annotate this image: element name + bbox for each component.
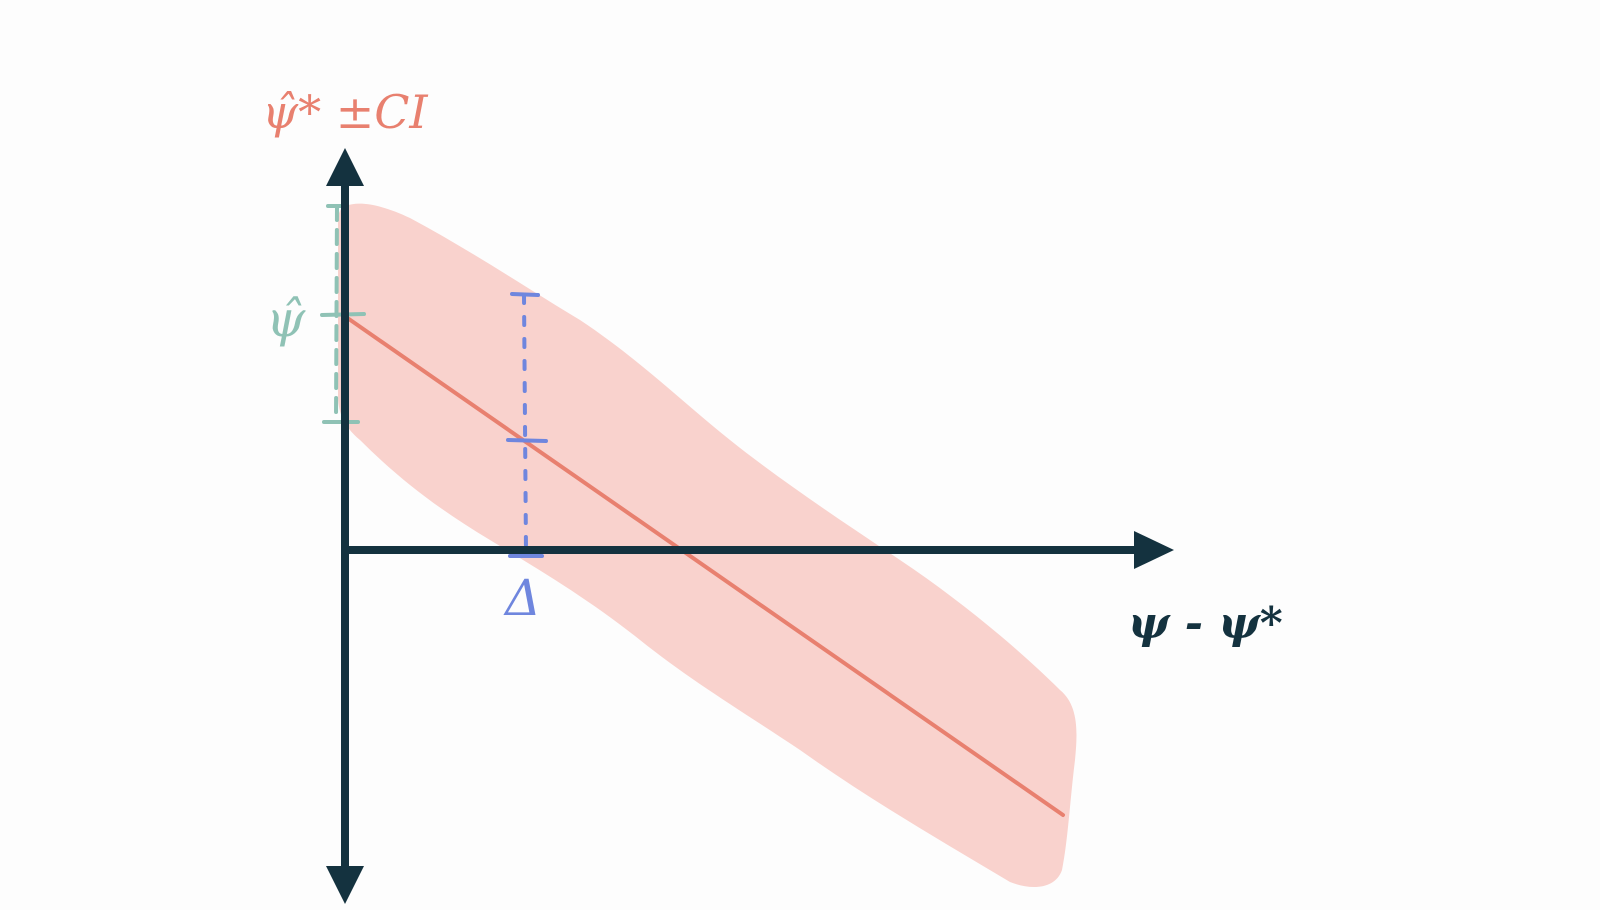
estimate-line [344,315,1065,817]
y-axis-down-arrowhead [326,866,364,904]
x-axis-title: ψ - ψ* [1128,598,1283,649]
delta-label: Δ [503,569,541,627]
delta-ci-marker [506,292,548,558]
estimate-label: ψ̂ [266,290,306,348]
delta-point-tick [506,438,548,443]
y-axis [326,148,364,904]
x-axis-right-arrowhead [1134,531,1174,569]
y-axis-title: ψ̂* ±CI [262,85,428,139]
x-axis [345,531,1174,569]
confidence-band [338,203,1077,887]
y-axis-up-arrowhead [326,148,364,186]
delta-ci-upper-tick [510,292,540,297]
delta-ci-dotted-line [522,293,528,554]
